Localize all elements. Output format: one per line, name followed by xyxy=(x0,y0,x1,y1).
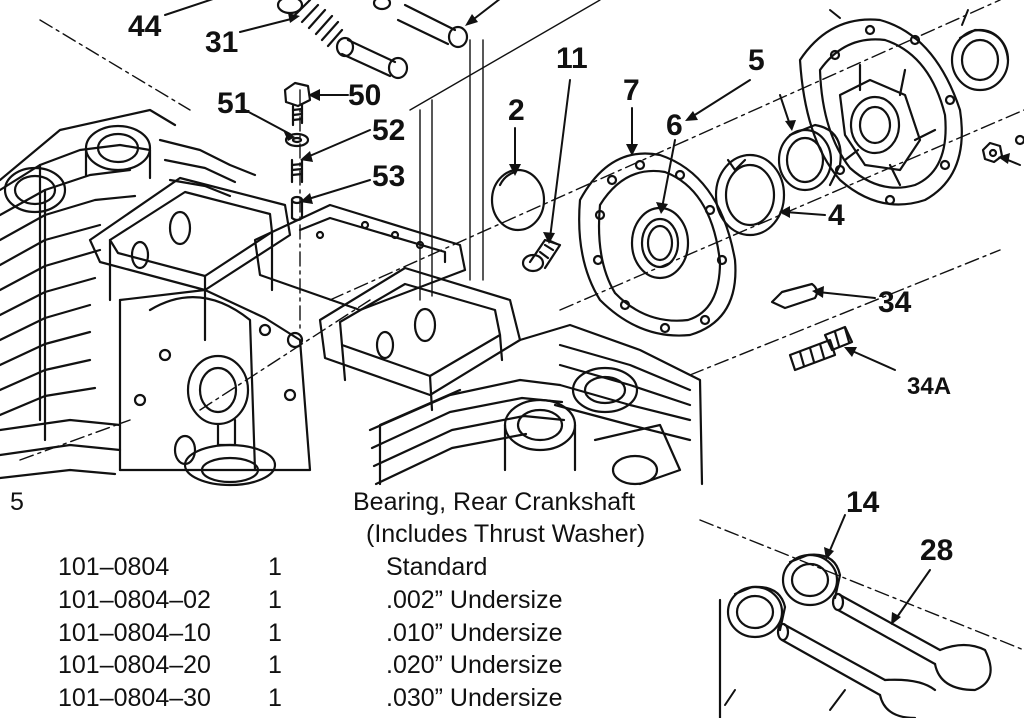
part-number: 101–0804–10 xyxy=(58,619,211,647)
callout-51: 51 xyxy=(217,87,250,120)
part-number: 101–0804–20 xyxy=(58,651,211,679)
part-qty: 1 xyxy=(268,586,282,614)
callout-4: 4 xyxy=(828,199,845,232)
part-desc: .002” Undersize xyxy=(386,586,563,614)
cylinder-block xyxy=(253,203,704,486)
arrow-heads xyxy=(283,13,1010,625)
valve-spring-parts xyxy=(276,0,469,222)
part-qty: 1 xyxy=(268,619,282,647)
callout-31: 31 xyxy=(205,26,238,59)
callout-2: 2 xyxy=(508,94,525,127)
callout-14: 14 xyxy=(846,486,880,519)
rear-cover-parts xyxy=(490,18,1024,372)
callout-6: 6 xyxy=(666,109,683,142)
part-number: 101–0804–30 xyxy=(58,684,211,712)
callout-34: 34 xyxy=(878,286,912,319)
item-description-line1: Bearing, Rear Crankshaft xyxy=(353,488,636,516)
part-desc: .010” Undersize xyxy=(386,619,563,647)
part-desc: .030” Undersize xyxy=(386,684,563,712)
part-qty: 1 xyxy=(268,684,282,712)
callout-50: 50 xyxy=(348,79,381,112)
valve-inset xyxy=(718,553,992,718)
part-qty: 1 xyxy=(268,553,282,581)
part-qty: 1 xyxy=(268,651,282,679)
item-number: 5 xyxy=(10,488,24,516)
callout-52: 52 xyxy=(372,114,405,147)
callout-44: 44 xyxy=(128,10,162,43)
callout-28: 28 xyxy=(920,534,953,567)
engine-block xyxy=(0,108,312,487)
callout-11: 11 xyxy=(556,42,588,75)
leader-lines xyxy=(164,0,1021,711)
callout-7: 7 xyxy=(623,74,640,107)
part-number: 101–0804–02 xyxy=(58,586,211,614)
callout-53: 53 xyxy=(372,160,405,193)
callout-5: 5 xyxy=(748,44,765,77)
callout-34a: 34A xyxy=(907,373,951,400)
part-desc: Standard xyxy=(386,553,488,581)
part-number: 101–0804 xyxy=(58,553,170,581)
item-description-line2: (Includes Thrust Washer) xyxy=(366,520,646,548)
part-desc: .020” Undersize xyxy=(386,651,563,679)
callout-labels: 44 31 51 50 52 53 2 11 7 6 5 4 34 34A 14… xyxy=(128,10,953,567)
